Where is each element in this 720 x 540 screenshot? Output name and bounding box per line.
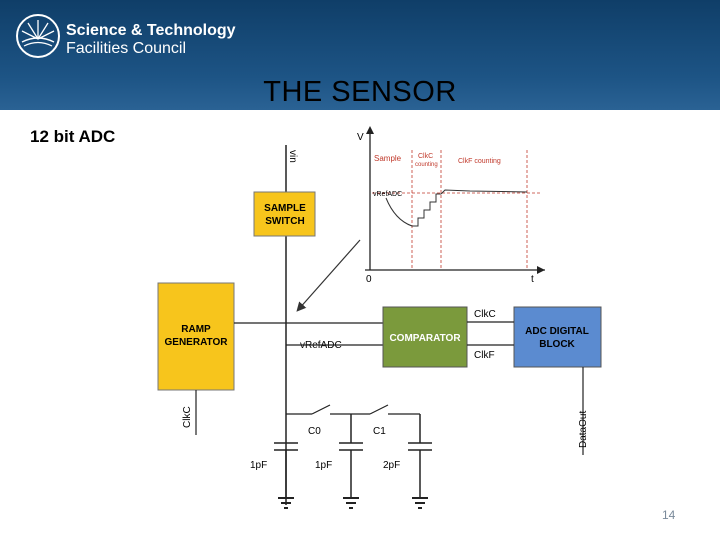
comparator-label: COMPARATOR (389, 333, 461, 344)
sample-switch-block (253, 191, 316, 237)
ramp-generator-label-2: GENERATOR (165, 337, 229, 348)
cap1-label: 1pF (250, 460, 267, 471)
sample-switch-label-1: SAMPLE (264, 203, 306, 214)
fine-ramp (440, 189, 528, 195)
phase-clkc-label: ClkC (418, 153, 433, 160)
clkc-left-label: ClkC (182, 406, 193, 428)
header-banner: Science & Technology Facilities Council (0, 0, 720, 110)
capacitor-2pf (408, 414, 432, 498)
clkc-top-label: ClkC (474, 309, 496, 320)
capacitor-1pf-a (274, 442, 298, 498)
stfc-logo-icon (16, 14, 60, 58)
cap3-label: 2pF (383, 460, 400, 471)
clkf-label: ClkF (474, 350, 495, 361)
timing-plot: V t 0 Sample ClkC counting ClkF counting… (357, 126, 545, 285)
page-number: 14 (662, 508, 676, 522)
cap2-label: 1pF (315, 460, 332, 471)
switch-c1 (369, 404, 389, 415)
ground-symbol-2 (343, 497, 359, 509)
c1-label: C1 (373, 426, 386, 437)
ground-symbol-1 (278, 497, 294, 509)
vin-label: vin (287, 150, 298, 163)
comparator-block (382, 306, 468, 368)
capacitor-1pf-b (339, 414, 363, 498)
org-name-line2: Facilities Council (66, 40, 187, 57)
phase-clkc-sub-label: counting (415, 162, 438, 168)
axis-v-label: V (357, 132, 364, 143)
adc-digital-label-2: BLOCK (539, 339, 575, 350)
origin-label: 0 (366, 274, 372, 285)
sample-switch-label-2: SWITCH (265, 216, 304, 227)
adc-digital-block (513, 306, 602, 368)
slide-subtitle: 12 bit ADC (30, 127, 116, 146)
c0-label: C0 (308, 426, 321, 437)
sample-curve (385, 197, 413, 227)
ground-symbol-3 (412, 497, 428, 509)
phase-sample-label: Sample (374, 154, 402, 163)
org-name-line1: Science & Technology (66, 22, 236, 39)
staircase (412, 193, 441, 227)
phase-clkf-label: ClkF counting (458, 158, 501, 165)
switch-c0 (311, 404, 331, 415)
slide-title: THE SENSOR (263, 76, 457, 108)
adc-digital-label-1: ADC DIGITAL (525, 326, 589, 337)
pointer-arrow (296, 239, 361, 312)
ramp-generator-label-1: RAMP (181, 324, 211, 335)
inset-vref-label: vRefADC (373, 191, 402, 198)
dataout-label: DataOut (578, 411, 589, 448)
axis-t-label: t (531, 274, 534, 285)
